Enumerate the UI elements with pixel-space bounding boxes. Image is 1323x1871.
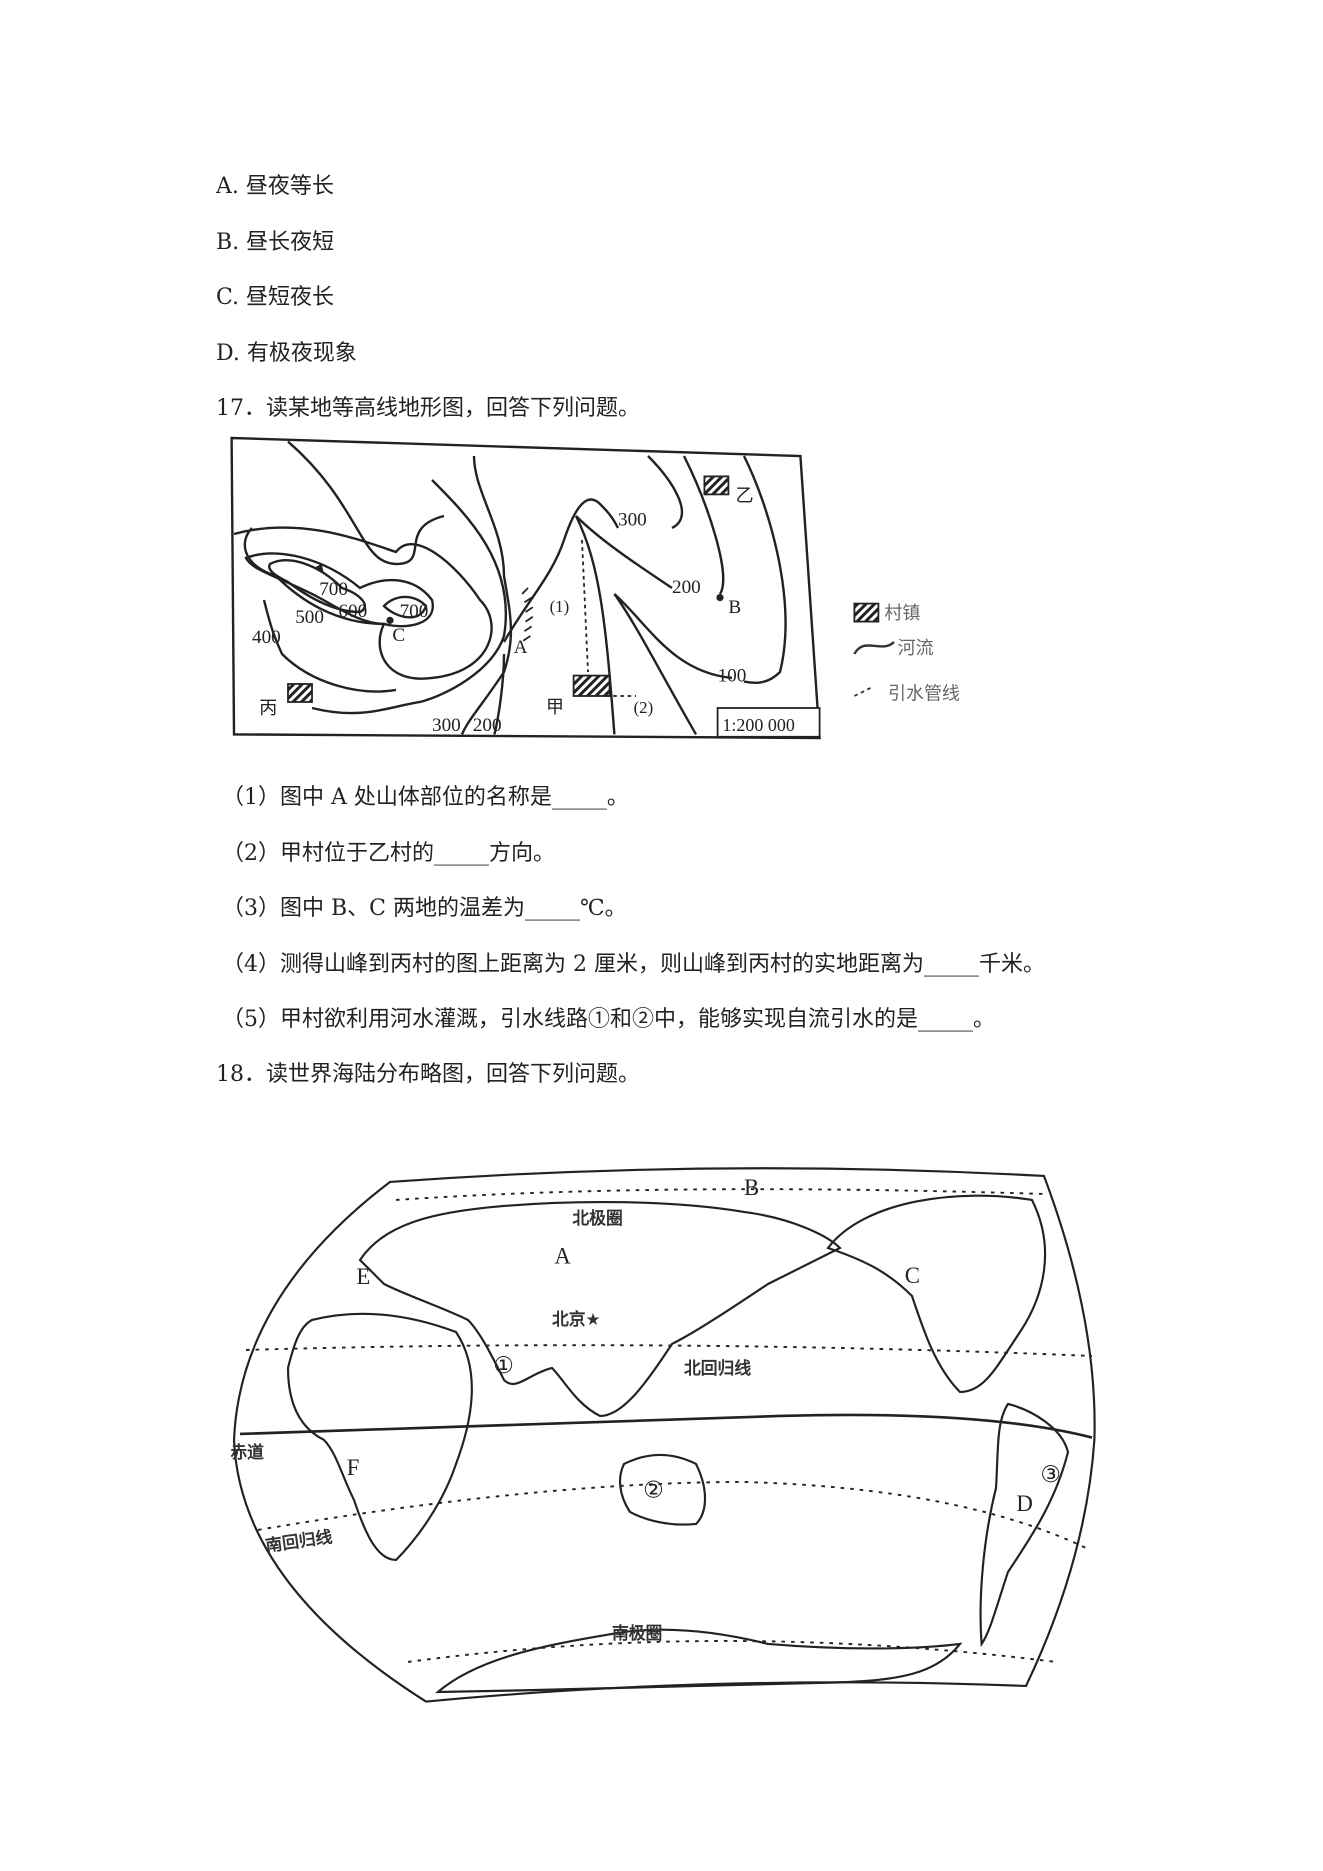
option-text: 昼夜等长 bbox=[245, 174, 334, 199]
village-jia-label: 甲 bbox=[546, 697, 564, 717]
question-17-4: （4）测得山峰到丙村的图上距离为 2 厘米，则山峰到丙村的实地距离为_____千… bbox=[222, 952, 1045, 977]
label-1: ① bbox=[493, 1353, 513, 1378]
south-america bbox=[979, 1402, 1070, 1648]
equator-line bbox=[239, 1413, 1093, 1439]
option-b: B. 昼长夜短 bbox=[216, 224, 334, 256]
option-d: D. 有极夜现象 bbox=[216, 335, 357, 367]
tropic-of-cancer-label: 北回归线 bbox=[684, 1358, 751, 1378]
option-label: C. bbox=[216, 285, 240, 310]
option-text: 昼短夜长 bbox=[246, 285, 335, 310]
question-17-1: （1）图中 A 处山体部位的名称是_____。 bbox=[222, 785, 629, 810]
point-a: A bbox=[514, 637, 528, 658]
tropic-of-capricorn-line bbox=[257, 1481, 1087, 1549]
option-text: 昼长夜短 bbox=[246, 230, 335, 255]
scale-box bbox=[716, 707, 821, 738]
legend-village-label: 村镇 bbox=[884, 603, 920, 623]
label-3: ③ bbox=[1040, 1462, 1060, 1487]
point-b: B bbox=[728, 597, 741, 618]
contour-label: 200 bbox=[473, 715, 502, 736]
contour-label: 300 bbox=[618, 510, 647, 531]
label-2: ② bbox=[643, 1478, 663, 1503]
village-bing-label: 丙 bbox=[259, 698, 277, 718]
beijing-label: 北京★ bbox=[552, 1309, 601, 1329]
map-scale: 1:200 000 bbox=[722, 715, 794, 735]
north-america bbox=[826, 1194, 1047, 1394]
contour-label: 200 bbox=[672, 577, 701, 598]
village-bing-icon bbox=[287, 683, 313, 703]
map-frame bbox=[230, 436, 821, 740]
contour-label: 400 bbox=[252, 627, 281, 648]
label-a: A bbox=[554, 1244, 571, 1269]
point-c: C bbox=[392, 625, 405, 646]
legend-river-icon bbox=[853, 641, 895, 655]
arctic-circle-label: 北极圈 bbox=[572, 1208, 622, 1228]
label-e: E bbox=[356, 1264, 370, 1289]
contour-label: 700 bbox=[400, 601, 429, 622]
question-17-5: （5）甲村欲利用河水灌溉，引水线路①和②中，能够实现自流引水的是_____。 bbox=[222, 1007, 995, 1032]
australia bbox=[619, 1454, 706, 1526]
africa bbox=[286, 1312, 473, 1562]
antarctic-circle-label: 南极圈 bbox=[612, 1623, 662, 1643]
option-a: A. 昼夜等长 bbox=[216, 168, 334, 200]
legend-pipeline-icon bbox=[853, 685, 874, 697]
contour-label: 700 bbox=[319, 579, 348, 600]
label-f: F bbox=[347, 1455, 360, 1480]
question-17-3: （3）图中 B、C 两地的温差为_____℃。 bbox=[222, 896, 627, 921]
village-yi-icon bbox=[703, 475, 730, 496]
tropic-of-capricorn-label: 南回归线 bbox=[264, 1526, 333, 1555]
eurasia bbox=[358, 1200, 842, 1418]
question-17-title: 17．读某地等高线地形图，回答下列问题。 bbox=[216, 396, 640, 421]
label-d: D bbox=[1016, 1491, 1032, 1516]
label-b: B bbox=[744, 1175, 759, 1200]
peak-marker bbox=[314, 563, 325, 574]
tropic-of-cancer-line bbox=[245, 1344, 1093, 1357]
arctic-circle-line bbox=[395, 1188, 1045, 1201]
option-text: 有极夜现象 bbox=[246, 341, 357, 366]
option-label: A. bbox=[216, 174, 239, 199]
village-jia-icon bbox=[572, 674, 611, 697]
contour-label: 100 bbox=[718, 666, 747, 687]
contour-label: 300 bbox=[432, 715, 461, 736]
label-c: C bbox=[905, 1263, 920, 1288]
route-2-label: (2) bbox=[634, 698, 654, 717]
question-18-title: 18．读世界海陆分布略图，回答下列问题。 bbox=[216, 1062, 640, 1087]
village-yi-label: 乙 bbox=[736, 486, 754, 506]
equator-label: 赤道 bbox=[230, 1442, 264, 1462]
map-frame bbox=[232, 1167, 1096, 1703]
option-c: C. 昼短夜长 bbox=[216, 279, 334, 311]
legend-village-icon bbox=[853, 602, 880, 623]
contour bbox=[287, 440, 445, 566]
option-label: B. bbox=[216, 230, 240, 255]
contour-label: 500 bbox=[295, 607, 324, 628]
option-label: D. bbox=[216, 341, 240, 366]
question-17-2: （2）甲村位于乙村的_____方向。 bbox=[222, 841, 555, 866]
legend-river-label: 河流 bbox=[898, 638, 934, 658]
antarctic-circle-line bbox=[407, 1640, 1057, 1663]
legend-pipeline-label: 引水管线 bbox=[888, 684, 960, 704]
contour-label: 600 bbox=[338, 601, 367, 622]
route-1-label: (1) bbox=[550, 597, 570, 616]
